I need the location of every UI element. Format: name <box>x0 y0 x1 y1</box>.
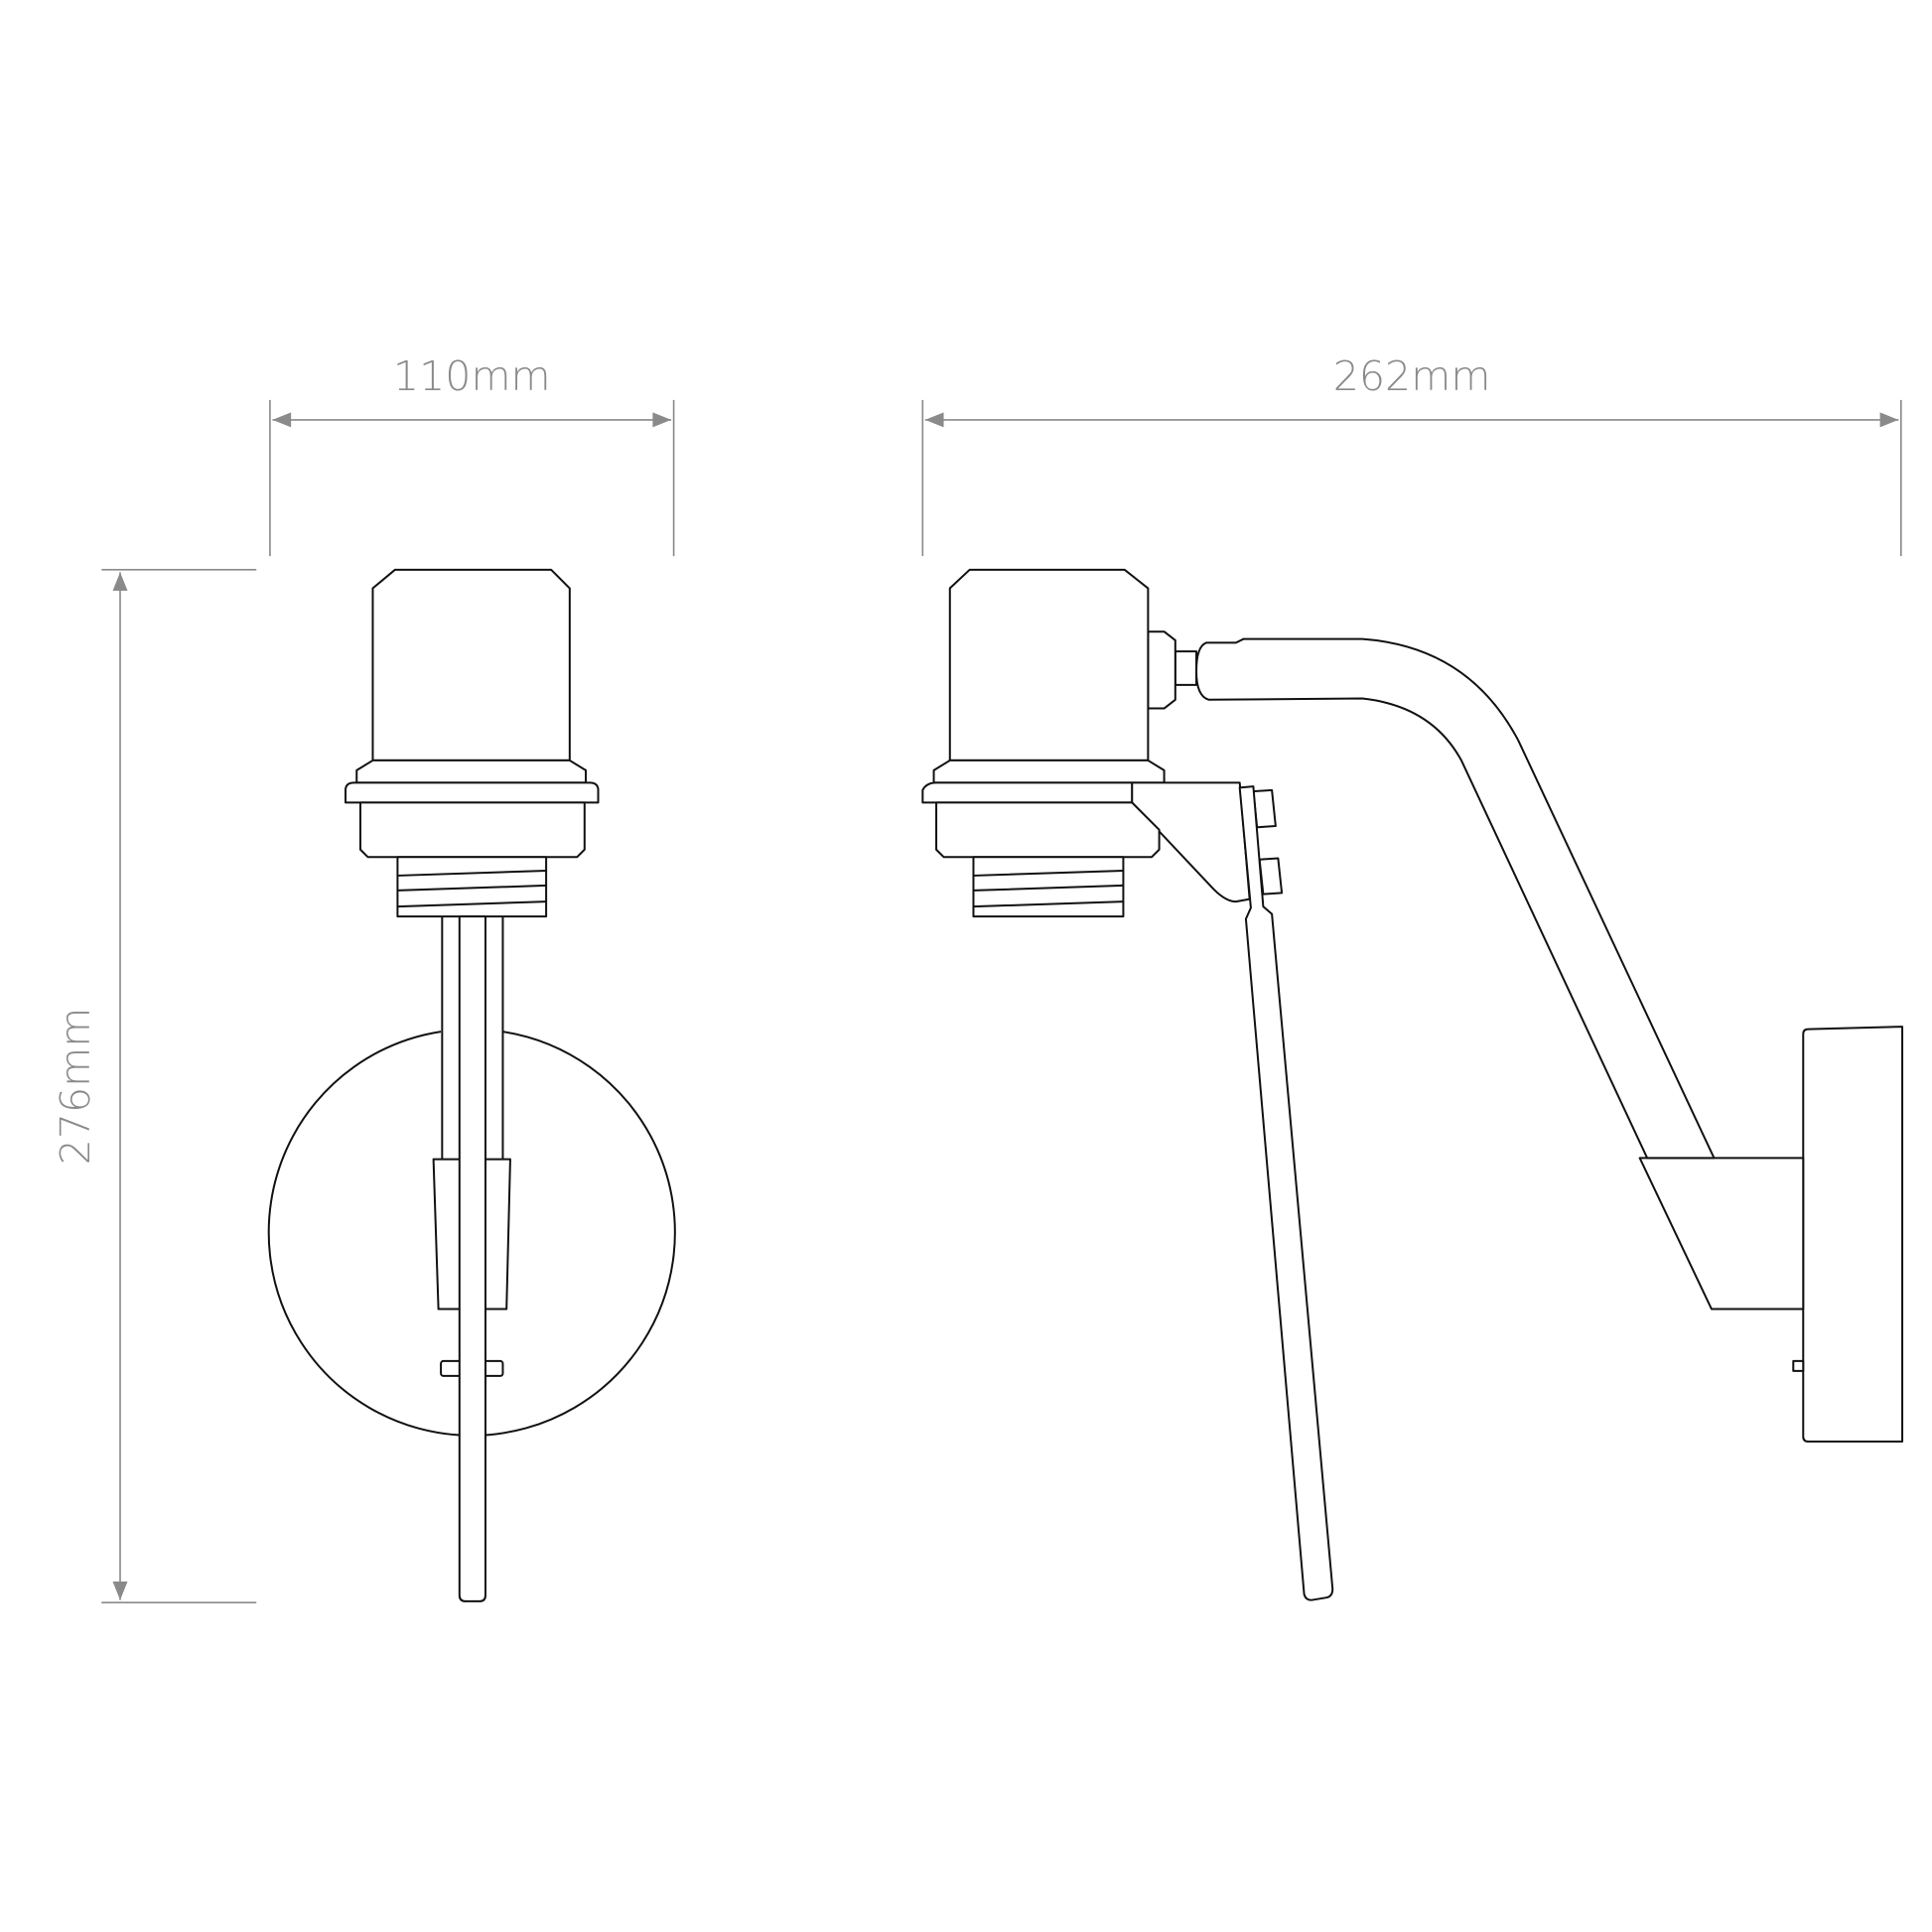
side-view <box>921 568 1904 1601</box>
width-dimension: 110mm <box>269 352 675 557</box>
bracket <box>1131 781 1251 903</box>
switch-rod-side <box>1238 785 1334 1601</box>
height-label: 276mm <box>52 1008 99 1166</box>
depth-label: 262mm <box>1333 352 1491 400</box>
wall-plate <box>1802 1026 1904 1444</box>
height-dimension: 276mm <box>52 569 257 1603</box>
depth-dimension: 262mm <box>921 352 1902 557</box>
lamp-body-side <box>948 568 1150 761</box>
width-label: 110mm <box>393 352 551 400</box>
switch-rod <box>458 915 486 1602</box>
lamp-body <box>371 568 571 761</box>
front-view <box>267 568 676 1602</box>
